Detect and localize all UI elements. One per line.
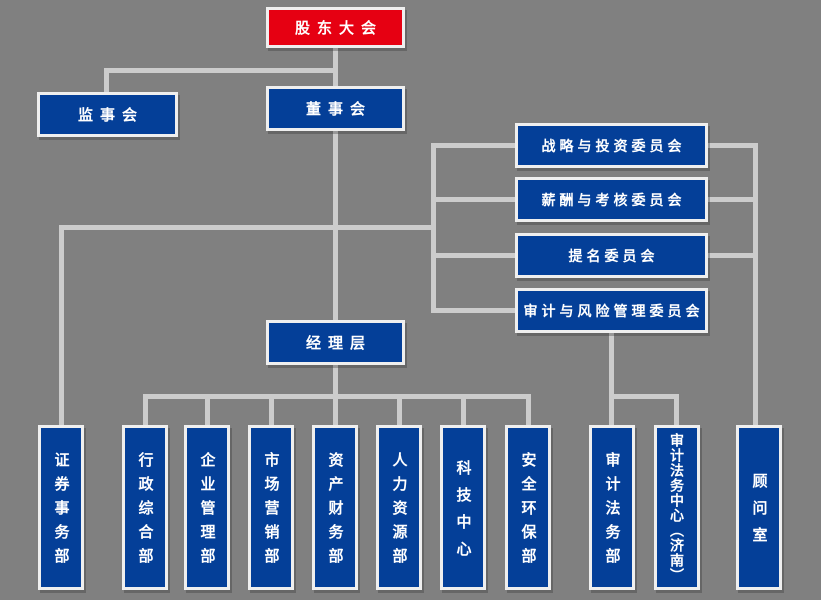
connector-management-down: [333, 363, 338, 399]
node-dept-audit-legal-center-jinan: 审计法务中心（济南）: [654, 425, 700, 590]
node-dept-asset-finance: 资产财务部: [312, 425, 358, 590]
connector-committee-left-bus: [431, 143, 436, 310]
node-label: 资产财务部: [326, 452, 344, 572]
node-shareholders-meeting: 股东大会: [266, 7, 405, 48]
node-label: 企业管理部: [198, 452, 216, 572]
node-dept-securities: 证券事务部: [38, 425, 84, 590]
connector-drop-enterprise: [205, 394, 210, 426]
node-strategy-investment-committee: 战略与投资委员会: [515, 123, 708, 168]
node-audit-risk-committee: 审计与风险管理委员会: [515, 288, 708, 333]
connector-committee-right-stub-3: [705, 253, 758, 258]
node-label: 市场营销部: [262, 452, 280, 572]
connector-root-down: [333, 45, 338, 70]
connector-drop-finance: [333, 394, 338, 426]
node-advisory-office: 顾问室: [736, 425, 782, 590]
node-label: 人力资源部: [390, 452, 408, 572]
node-label: 审计法务中心（济南）: [669, 433, 685, 583]
node-label: 科技中心: [454, 459, 472, 568]
connector-committee-right-stub-1: [705, 143, 758, 148]
node-dept-audit-legal: 审计法务部: [589, 425, 635, 590]
connector-committee-stub-3: [431, 253, 516, 258]
connector-drop-marketing: [269, 394, 274, 426]
node-label: 审计与风险管理委员会: [523, 302, 704, 319]
connector-right-vertical-to-advisory: [753, 143, 758, 426]
connector-to-supervisory: [104, 68, 109, 92]
node-dept-safety-environment: 安全环保部: [505, 425, 551, 590]
node-label: 行政综合部: [136, 452, 154, 572]
node-label: 安全环保部: [519, 452, 537, 572]
node-compensation-assessment-committee: 薪酬与考核委员会: [515, 177, 708, 222]
connector-committee-right-stub-2: [705, 197, 758, 202]
node-dept-administration: 行政综合部: [122, 425, 168, 590]
node-label: 监事会: [77, 107, 144, 124]
node-label: 审计法务部: [603, 452, 621, 572]
node-label: 薪酬与考核委员会: [541, 191, 686, 208]
connector-cross-horizontal: [59, 225, 436, 230]
connector-drop-safety: [526, 394, 531, 426]
node-dept-enterprise-management: 企业管理部: [184, 425, 230, 590]
node-board-of-directors: 董事会: [266, 86, 405, 131]
node-dept-human-resources: 人力资源部: [376, 425, 422, 590]
connector-committee-stub-1: [431, 143, 516, 148]
node-label: 证券事务部: [52, 452, 70, 572]
node-label: 战略与投资委员会: [541, 137, 686, 154]
node-label: 经理层: [305, 335, 372, 352]
connector-audit-branch-down: [674, 394, 679, 426]
node-nomination-committee: 提名委员会: [515, 233, 708, 278]
node-dept-marketing: 市场营销部: [248, 425, 294, 590]
connector-to-securities-dept: [59, 225, 64, 426]
connector-audit-committee-down: [609, 332, 614, 426]
connector-root-split: [104, 68, 338, 73]
node-label: 董事会: [305, 101, 372, 118]
node-supervisory-board: 监事会: [37, 92, 178, 137]
connector-committee-stub-2: [431, 197, 516, 202]
connector-drop-hr: [397, 394, 402, 426]
connector-drop-admin: [143, 394, 148, 426]
connector-committee-stub-4: [431, 308, 516, 313]
connector-audit-branch-horizontal: [609, 394, 679, 399]
node-label: 股东大会: [294, 20, 383, 37]
connector-drop-tech: [461, 394, 466, 426]
node-label: 顾问室: [750, 473, 768, 554]
node-label: 提名委员会: [568, 247, 659, 264]
node-management: 经理层: [266, 320, 405, 365]
connector-board-to-management: [333, 68, 338, 322]
node-dept-technology-center: 科技中心: [440, 425, 486, 590]
